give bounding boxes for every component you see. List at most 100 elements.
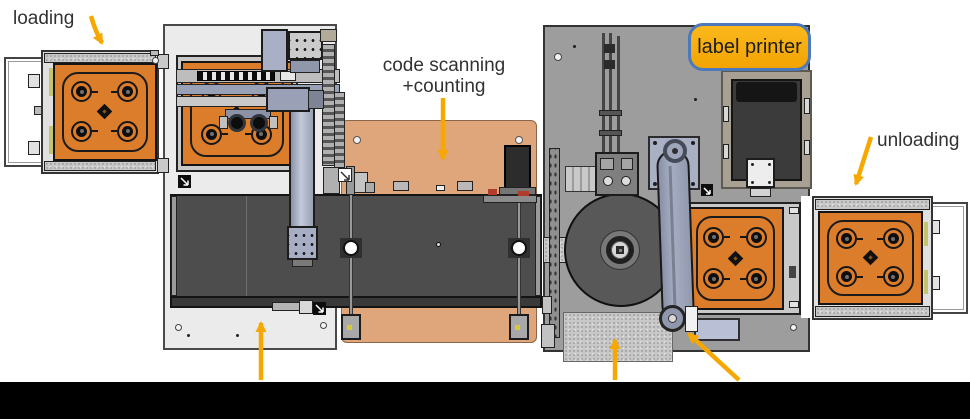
dock-rail [44,53,156,63]
tick [724,236,731,239]
frame-clip [789,301,799,308]
tick [739,277,746,280]
plate-screw [790,324,797,331]
feeder-clamp [604,60,615,69]
belt-pin [436,242,441,247]
belt-clip [393,181,409,191]
dock-rail [815,306,930,317]
rail-bracket [542,296,552,314]
feeder-rod [617,36,620,157]
foot-marker [515,325,520,330]
tick [111,90,117,93]
feeder-base-detail [600,158,614,170]
dock-sensor-strip [49,126,53,154]
carriage-foot [750,188,771,197]
drawer-tab [28,141,40,155]
z-axis-slide [287,226,318,260]
plate-screw [554,53,562,61]
printer-hinge [723,144,729,159]
tray-locator [836,228,864,250]
tray-locator [836,266,864,287]
tray-locator [111,81,138,103]
tray-locator [71,81,98,103]
bearing [343,240,359,256]
applicator-bracket [685,306,698,332]
panel-screw [353,136,361,144]
wrist-center [668,314,677,323]
reel-hub-dot [619,249,622,252]
printer-roller [736,82,797,102]
mount-screws [653,141,657,145]
dock-rail [44,161,156,171]
rail-bracket [541,324,555,348]
plate-screw [175,324,182,331]
bearing [511,240,527,256]
datum-arrow-symbol [178,175,191,188]
tick [876,275,883,278]
dock-hinge [157,158,169,173]
labeling-tray [687,207,784,310]
carriage-screws [751,163,754,166]
gantry-mount-plate [288,31,323,60]
conveyor-end-cap [171,196,177,296]
plate-screw [320,322,327,329]
tick [92,90,98,93]
gantry-bracket [320,29,337,42]
dock-sensor-strip [924,222,928,246]
gripper-right [250,114,268,132]
motor-indicator [488,189,497,195]
gripper-tab [269,116,278,129]
panel-screw [515,136,523,144]
datum-arrow-symbol [313,302,326,315]
z-axis-tip [292,259,313,267]
tray-locator [876,228,904,250]
tray-outline [696,216,775,301]
motor-flange [499,187,536,195]
feeder-clamp [604,44,615,53]
drawer-tab [28,74,40,88]
feeder-rod [602,33,605,157]
applicator-pad [694,318,740,341]
scanning-label-line1: code scanning [382,55,506,76]
tray-locator [71,120,98,142]
tray-outline [62,72,148,152]
tick [876,237,883,240]
tray-outline [827,220,914,296]
tray-locator [739,268,767,290]
gantry-bracket [290,60,320,73]
gripper-bar [225,109,271,119]
foot-marker [347,325,352,330]
gripper-left [228,114,246,132]
label-printer-badge: label printer [688,23,811,71]
printer-carriage [746,158,775,188]
frame-slot [789,266,796,278]
tray-locator [739,226,767,248]
base-bracket [299,300,313,314]
tick [724,277,731,280]
tray-locator [111,120,138,142]
dock-sensor-strip [49,68,53,96]
loading-drawer [4,57,48,167]
gantry-beam [176,84,340,95]
printer-hinge [723,106,729,122]
tick [857,275,864,278]
datum-arrow-symbol [701,184,713,196]
plate-dot [694,98,697,101]
frame-clip [789,207,799,214]
unloading-arrow [853,136,874,186]
feeder-screw [621,176,631,186]
peeler-plate [563,312,673,362]
tray-locator [703,226,731,248]
loading-arrow [88,15,104,45]
motor-cap [308,90,324,109]
caption-bar [0,382,970,419]
tick [739,236,746,239]
belt-clip [457,181,473,191]
feeder-tie [599,110,622,116]
tick [111,130,117,133]
motor-mount [483,195,537,203]
conveyor-bottom-rail [170,296,542,308]
feeder-rod [609,33,612,157]
station-gap [801,196,812,318]
sensor-bracket [365,182,375,193]
